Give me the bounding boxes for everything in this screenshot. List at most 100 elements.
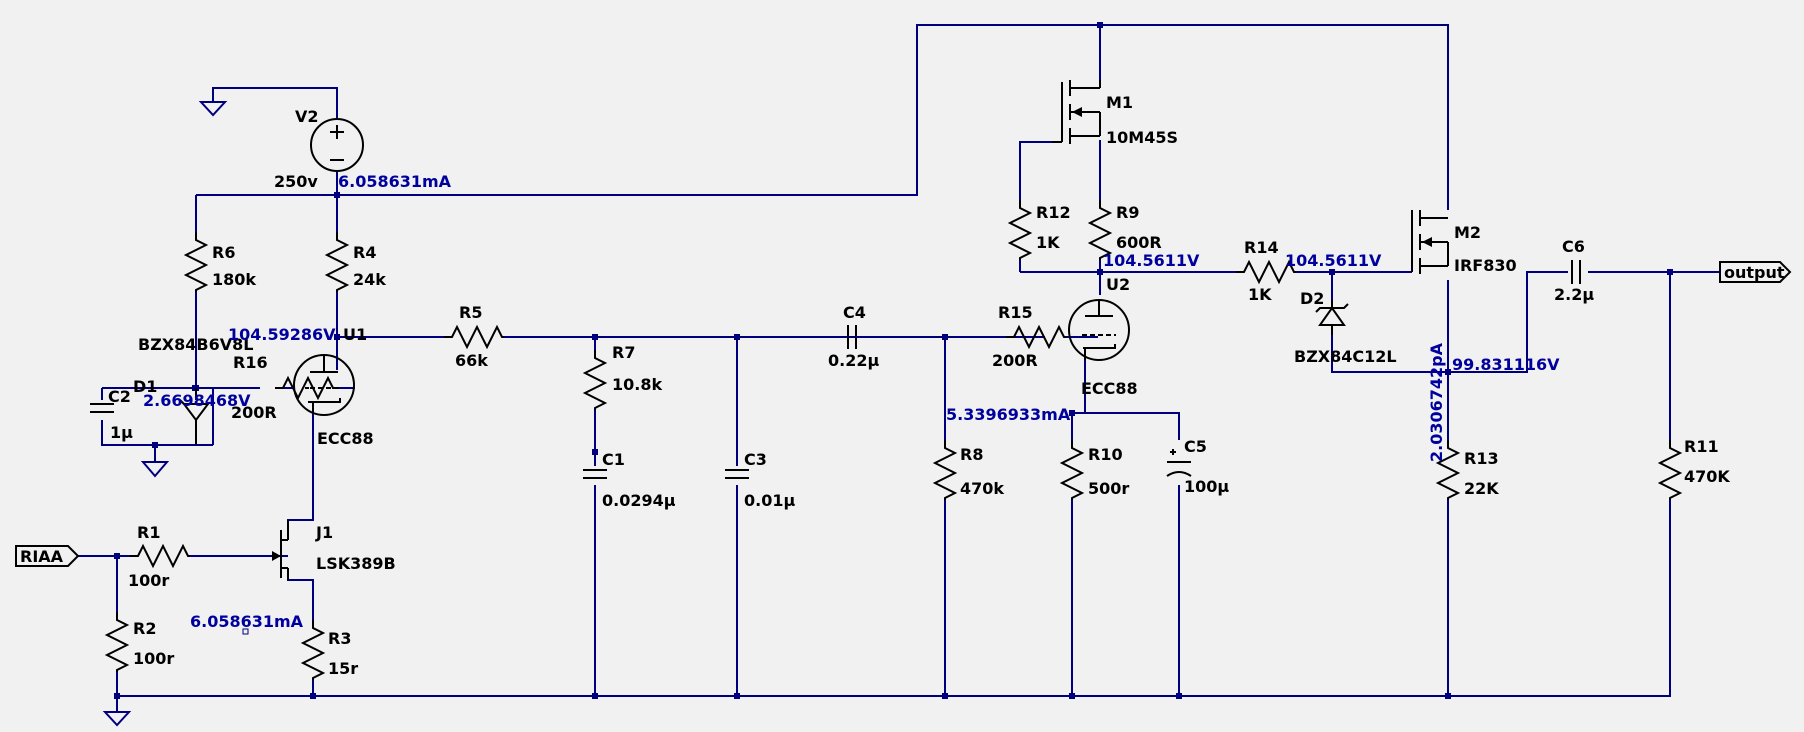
annotation-d1-voltage: 2.6698468V xyxy=(143,391,251,410)
resistor-r15-icon xyxy=(1006,324,1066,350)
capacitor-c2-icon xyxy=(90,403,114,413)
resistor-r12-icon xyxy=(1007,200,1033,260)
jfet-j1-icon xyxy=(272,520,289,580)
junction-dot xyxy=(1667,269,1673,275)
output-port-label: output xyxy=(1724,263,1785,282)
r16-value: 200R xyxy=(231,403,277,422)
c6-ref: C6 xyxy=(1562,237,1585,256)
r9-ref: R9 xyxy=(1116,203,1139,222)
c4-ref: C4 xyxy=(843,303,866,322)
c3-value: 0.01µ xyxy=(744,491,795,510)
triode-u1-icon xyxy=(293,354,355,416)
junction-dot xyxy=(152,442,158,448)
zener-diode-d2-icon xyxy=(1315,300,1349,335)
m2-ref: M2 xyxy=(1454,223,1481,242)
m1-value: 10M45S xyxy=(1106,128,1178,147)
resistor-r2-icon xyxy=(104,612,130,672)
u2-value: ECC88 xyxy=(1081,379,1138,398)
junction-dot xyxy=(942,334,948,340)
c5-ref: C5 xyxy=(1184,437,1207,456)
resistor-r6-icon xyxy=(183,232,209,292)
junction-dot xyxy=(1097,269,1103,275)
r6-ref: R6 xyxy=(212,243,235,262)
m2-value: IRF830 xyxy=(1454,256,1517,275)
resistor-r16-icon xyxy=(275,375,335,401)
r8-value: 470k xyxy=(960,479,1004,498)
r5-value: 66k xyxy=(455,351,488,370)
wire xyxy=(1072,412,1180,440)
junction-dot xyxy=(334,334,340,340)
r13-ref: R13 xyxy=(1464,449,1499,468)
capacitor-c1-icon xyxy=(583,469,607,479)
junction-dot xyxy=(114,693,120,699)
grounds xyxy=(102,101,228,727)
r16-ref: R16 xyxy=(233,353,268,372)
wire xyxy=(287,410,314,540)
r2-ref: R2 xyxy=(133,619,156,638)
r11-value: 470K xyxy=(1684,467,1730,486)
r5-ref: R5 xyxy=(459,303,482,322)
ground-icon xyxy=(198,101,228,117)
capacitor-c4-icon xyxy=(820,325,864,349)
wire xyxy=(1448,271,1568,373)
u1-ref: U1 xyxy=(343,325,367,344)
v2-ref: V2 xyxy=(295,107,319,126)
c5-value: 100µ xyxy=(1184,477,1229,496)
wire xyxy=(101,420,213,446)
input-port-flag xyxy=(15,545,80,567)
junction-dot xyxy=(1069,693,1075,699)
resistor-r8-icon xyxy=(932,440,958,500)
junction-dot xyxy=(1329,269,1335,275)
r8-ref: R8 xyxy=(960,445,983,464)
r4-value: 24k xyxy=(353,270,386,289)
junction-dot xyxy=(942,693,948,699)
r3-value: 15r xyxy=(328,659,358,678)
annotation-m2-source-voltage: 99.831116V xyxy=(1452,355,1560,374)
wire xyxy=(1019,141,1052,200)
j1-ref: J1 xyxy=(315,523,333,542)
r14-value: 1K xyxy=(1248,285,1272,304)
resistor-r5-icon xyxy=(444,324,504,350)
d1-value: BZX84B6V8L xyxy=(138,335,253,354)
mosfet-m2-icon xyxy=(1411,210,1449,274)
r2-value: 100r xyxy=(133,649,174,668)
input-port-label: RIAA xyxy=(20,547,64,566)
capacitor-c5-icon xyxy=(1166,449,1192,477)
wire xyxy=(1331,335,1448,373)
r9-value: 600R xyxy=(1116,233,1162,252)
c2-value: 1µ xyxy=(110,423,133,442)
capacitor-c6-icon xyxy=(1571,260,1581,284)
d2-value: BZX84C12L xyxy=(1294,347,1397,366)
output-port-flag xyxy=(1719,261,1792,283)
junction-dot xyxy=(592,334,598,340)
resistor-r1-icon xyxy=(130,543,190,569)
d1-ref: D1 xyxy=(133,377,157,396)
zener-diode-d1-icon xyxy=(179,388,213,446)
resistor-r9-icon xyxy=(1087,200,1113,260)
c3-ref: C3 xyxy=(744,450,767,469)
u2-ref: U2 xyxy=(1106,275,1130,294)
resistor-r7-icon xyxy=(582,350,608,410)
m1-ref: M1 xyxy=(1106,93,1133,112)
c6-value: 2.2µ xyxy=(1554,285,1594,304)
wires xyxy=(78,24,1720,712)
v2-value: 250v xyxy=(274,172,318,191)
junction-dot xyxy=(734,334,740,340)
r10-ref: R10 xyxy=(1088,445,1123,464)
annotation-r13-current: 2.0306742pA xyxy=(1427,342,1446,462)
annotation-j1-current: 6.058631mA xyxy=(190,612,304,631)
r7-value: 10.8k xyxy=(612,375,662,394)
junction-dot xyxy=(114,553,120,559)
resistor-r11-icon xyxy=(1657,440,1683,500)
c2-ref: C2 xyxy=(108,387,131,406)
u1-value: ECC88 xyxy=(317,429,374,448)
junction-dot xyxy=(1445,693,1451,699)
d2-ref: D2 xyxy=(1300,289,1324,308)
junction-dot xyxy=(1097,22,1103,28)
junction-dot xyxy=(1069,410,1075,416)
junction-dot xyxy=(1445,369,1451,375)
annotation-supply-current: 6.058631mA xyxy=(338,172,452,191)
junction-dot xyxy=(334,192,340,198)
annotation-m2-gate-voltage: 104.5611V xyxy=(1285,251,1382,270)
